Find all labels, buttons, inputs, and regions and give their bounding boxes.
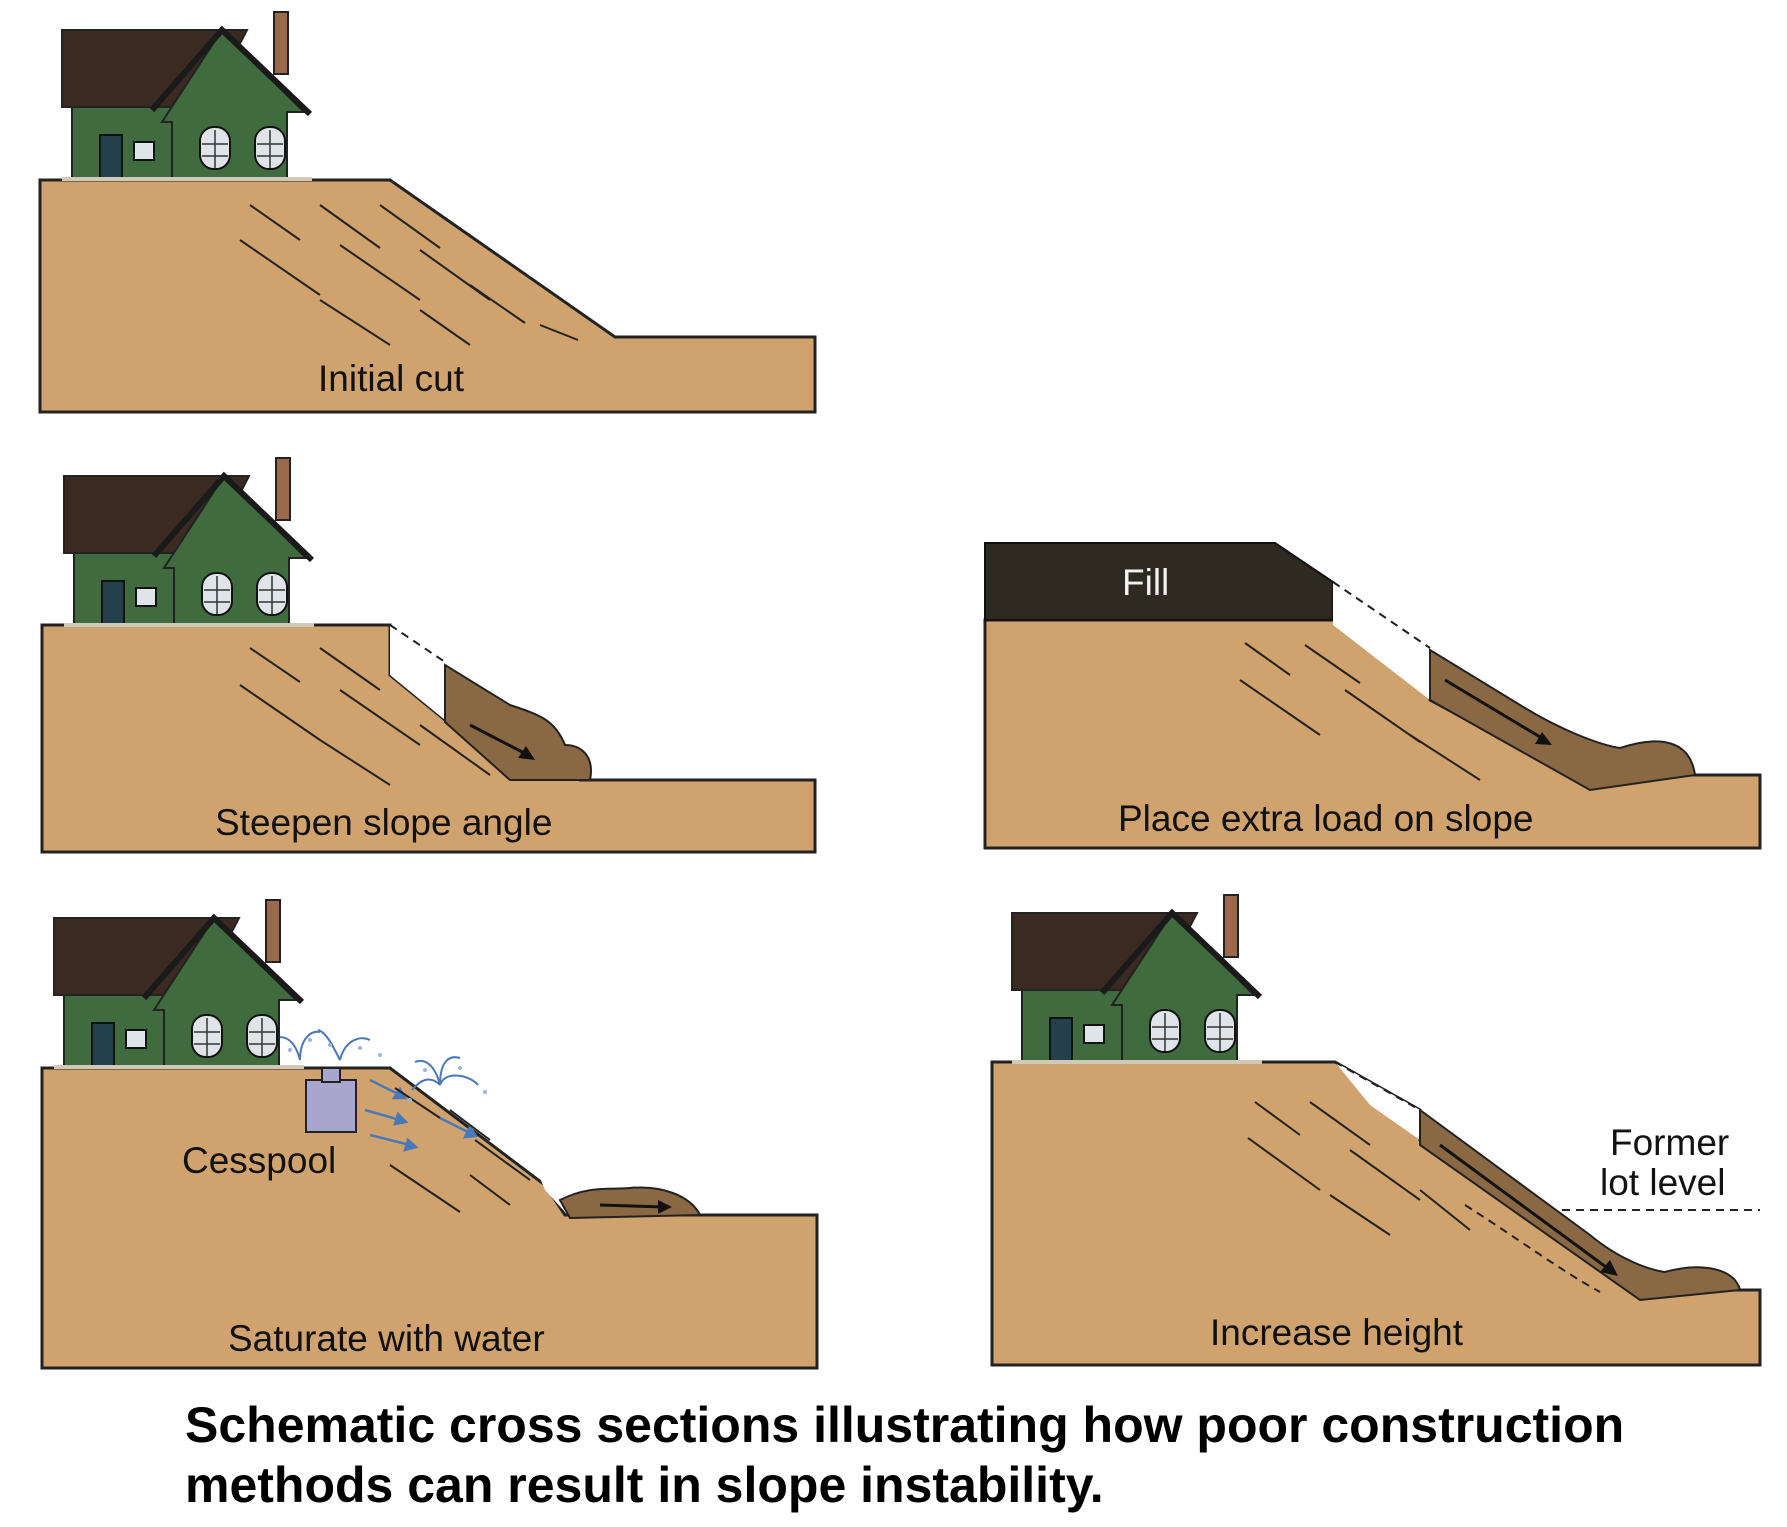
label-saturate-with-water: Saturate with water — [228, 1318, 545, 1359]
panel-saturate — [40, 900, 819, 1370]
slide-arrowhead — [1600, 1260, 1618, 1276]
slide-mass — [1419, 1108, 1742, 1302]
bedding-lines — [389, 1087, 531, 1213]
white-scar — [1333, 582, 1430, 700]
slide-arrowhead — [658, 1200, 672, 1214]
figure-caption: Schematic cross sections illustrating ho… — [185, 1395, 1685, 1515]
house — [62, 12, 312, 181]
label-former-line2: lot level — [1600, 1162, 1726, 1203]
panel-increase-height — [990, 895, 1762, 1367]
panel-extra-load — [983, 542, 1762, 850]
label-former-line1: Former — [1610, 1122, 1730, 1163]
slide-arrowhead — [1535, 732, 1552, 745]
former-profile-dashed — [1464, 1204, 1601, 1293]
label-fill: Fill — [1122, 562, 1170, 603]
caption-line-1: Schematic cross sections illustrating ho… — [185, 1397, 1625, 1453]
cesspool-pipe — [321, 1067, 341, 1083]
label-place-extra-load: Place extra load on slope — [1118, 798, 1534, 839]
label-cesspool: Cesspool — [182, 1140, 337, 1181]
white-scar — [1335, 1062, 1420, 1140]
label-initial-cut: Initial cut — [318, 358, 465, 399]
house — [54, 900, 304, 1069]
bedding-lines — [1247, 1101, 1471, 1236]
label-increase-height: Increase height — [1210, 1312, 1464, 1353]
original-slope-dashed — [1332, 581, 1431, 649]
slide-mass — [558, 1186, 702, 1220]
house — [64, 458, 314, 627]
slide-arrow — [599, 1203, 666, 1209]
slide-mass — [1429, 648, 1697, 792]
water-spray-dots — [288, 1038, 487, 1102]
slide-arrow — [469, 723, 529, 757]
panel-initial-cut — [38, 12, 817, 414]
house — [1012, 895, 1262, 1064]
original-slope-dashed — [389, 624, 446, 663]
soil-block — [38, 178, 817, 414]
caption-line-2: methods can result in slope instability. — [185, 1457, 1104, 1513]
cesspool-tank — [305, 1079, 357, 1133]
bedding-lines — [239, 647, 491, 786]
slide-arrowhead — [518, 746, 535, 760]
water-spray — [274, 1029, 479, 1091]
white-scar — [390, 625, 445, 720]
panel-steepen-slope — [40, 458, 817, 854]
label-steepen-slope-angle: Steepen slope angle — [215, 802, 553, 843]
bedding-lines — [1239, 642, 1481, 781]
original-slope-dashed — [1334, 1061, 1421, 1111]
water-flow-arrows — [364, 1078, 479, 1152]
bedding-lines — [239, 204, 579, 346]
slide-arrow — [1444, 678, 1546, 742]
slide-arrow — [1439, 1143, 1611, 1272]
slide-mass — [444, 663, 592, 781]
